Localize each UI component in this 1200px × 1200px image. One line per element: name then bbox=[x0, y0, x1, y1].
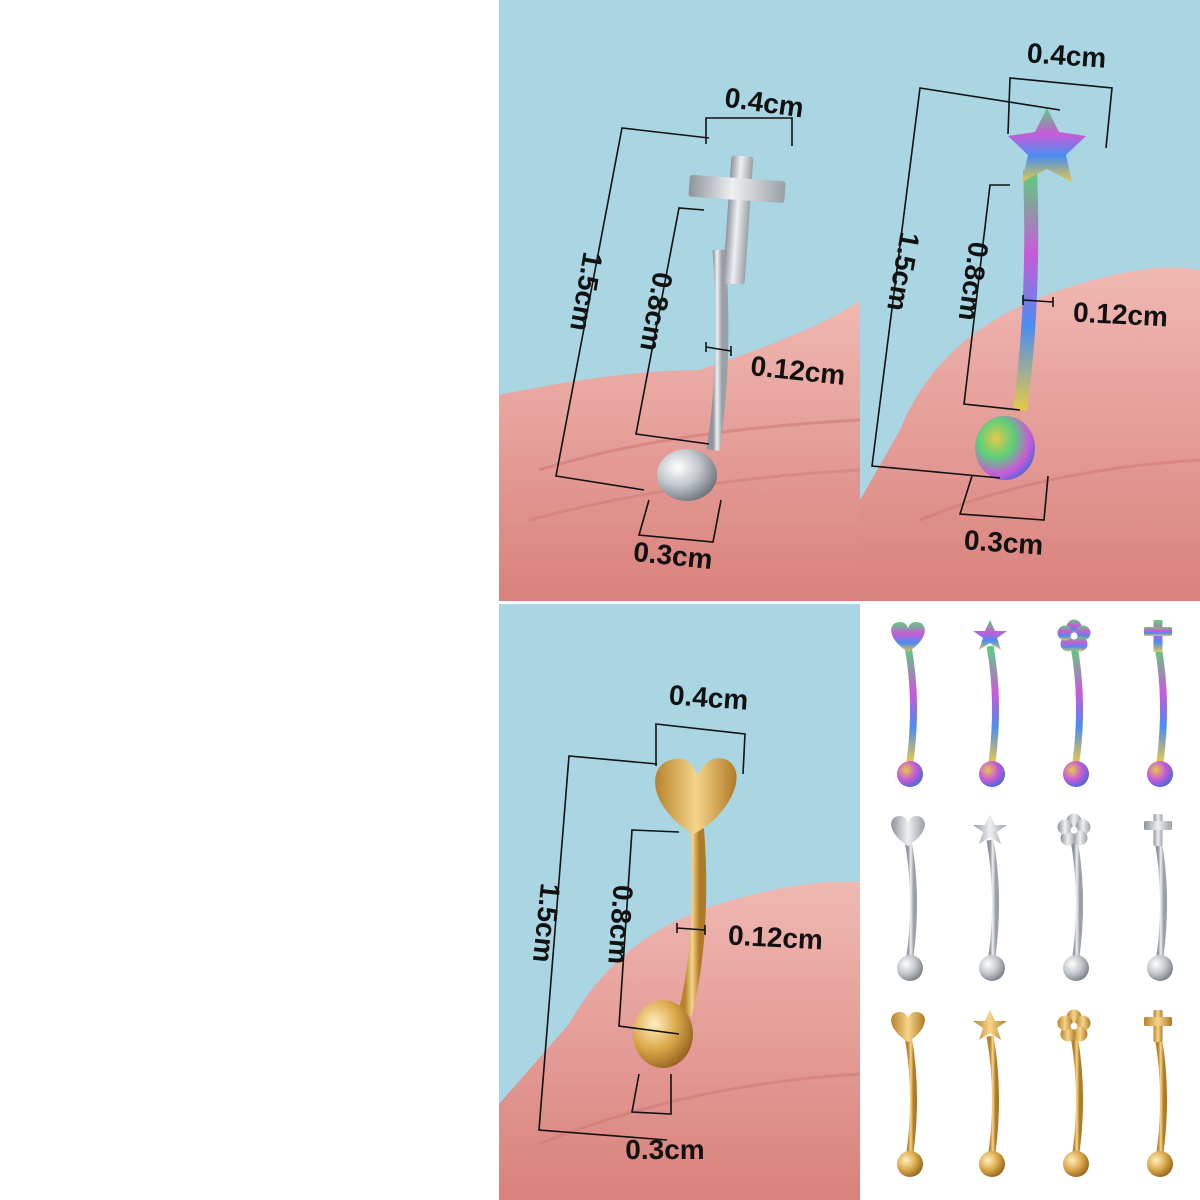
ball-size-label: 0.3cm bbox=[625, 1134, 704, 1165]
flower-icon bbox=[1057, 1009, 1091, 1042]
barbell-ball bbox=[975, 416, 1035, 480]
cross-icon bbox=[1144, 1010, 1172, 1042]
barbell-bar bbox=[1070, 839, 1084, 957]
barbell-ball bbox=[1147, 955, 1173, 981]
heart-icon bbox=[891, 816, 925, 846]
barbell-ball bbox=[897, 955, 923, 981]
silver-flower-barbell bbox=[1057, 813, 1091, 981]
gold-cross-barbell bbox=[1144, 1010, 1173, 1177]
barbell-bar bbox=[986, 1035, 1000, 1153]
star-top bbox=[1008, 108, 1086, 182]
star-icon bbox=[973, 620, 1007, 650]
barbell-bar bbox=[904, 1035, 918, 1153]
star-icon bbox=[973, 814, 1007, 844]
star-icon bbox=[973, 1010, 1007, 1040]
barbell-ball bbox=[657, 449, 717, 501]
barbell-ball bbox=[1063, 955, 1089, 981]
cross-top bbox=[688, 155, 786, 285]
barbell-ball bbox=[979, 1151, 1005, 1177]
cross-icon bbox=[1144, 620, 1172, 652]
barbell-bar bbox=[1154, 645, 1168, 763]
barbell-bar bbox=[904, 645, 918, 763]
barbell-ball bbox=[1063, 1151, 1089, 1177]
barbell-bar bbox=[1070, 1035, 1084, 1153]
heart-top bbox=[655, 758, 737, 834]
rainbow-star-barbell bbox=[973, 620, 1007, 787]
barbell-ball bbox=[1147, 1151, 1173, 1177]
barbell-bar bbox=[986, 645, 1000, 763]
silver-star-barbell bbox=[973, 814, 1007, 981]
cross-icon bbox=[1144, 814, 1172, 846]
barbell-bar bbox=[678, 828, 707, 1016]
barbell-ball bbox=[897, 1151, 923, 1177]
barbell-ball bbox=[633, 1000, 693, 1068]
barbell-bar bbox=[1154, 839, 1168, 957]
photo-gold-heart: 0.4cm 1.5cm 0.8cm 0.12cm 0.3cm bbox=[499, 604, 860, 1200]
top-width-label: 0.4cm bbox=[668, 679, 749, 715]
flower-icon bbox=[1057, 813, 1091, 846]
barbell-ball bbox=[979, 955, 1005, 981]
barbell-ball bbox=[1063, 761, 1089, 787]
barbell-bar bbox=[1154, 1035, 1168, 1153]
photo-rainbow-star: 0.4cm 1.5cm 0.8cm 0.12cm 0.3cm bbox=[860, 0, 1200, 601]
bar-length-label: 0.8cm bbox=[602, 884, 638, 965]
barbell-ball bbox=[979, 761, 1005, 787]
product-grid bbox=[868, 604, 1200, 1200]
rainbow-cross-barbell bbox=[1144, 620, 1173, 787]
barbell-ball bbox=[1147, 761, 1173, 787]
barbell-bar bbox=[1013, 169, 1039, 411]
rainbow-flower-barbell bbox=[1057, 619, 1091, 787]
silver-cross-barbell bbox=[1144, 814, 1173, 981]
gold-star-barbell bbox=[973, 1010, 1007, 1177]
bar-thickness-label: 0.12cm bbox=[727, 920, 823, 956]
heart-icon bbox=[891, 622, 925, 652]
barbell-bar bbox=[986, 839, 1000, 957]
heart-icon bbox=[891, 1012, 925, 1042]
gold-flower-barbell bbox=[1057, 1009, 1091, 1177]
barbell-bar bbox=[706, 249, 729, 451]
barbell-ball bbox=[897, 761, 923, 787]
barbell-bar bbox=[904, 839, 918, 957]
gold-heart-barbell bbox=[891, 1012, 925, 1177]
silver-heart-barbell bbox=[891, 816, 925, 981]
bar-thickness-label: 0.12cm bbox=[1072, 297, 1168, 333]
flower-icon bbox=[1057, 619, 1091, 652]
barbell-bar bbox=[1070, 645, 1084, 763]
ball-size-label: 0.3cm bbox=[963, 524, 1044, 560]
rainbow-heart-barbell bbox=[891, 622, 925, 787]
top-width-label: 0.4cm bbox=[1026, 37, 1107, 73]
photo-silver-cross: 0.4cm 1.5cm 0.8cm 0.12cm 0.3cm bbox=[499, 0, 860, 601]
